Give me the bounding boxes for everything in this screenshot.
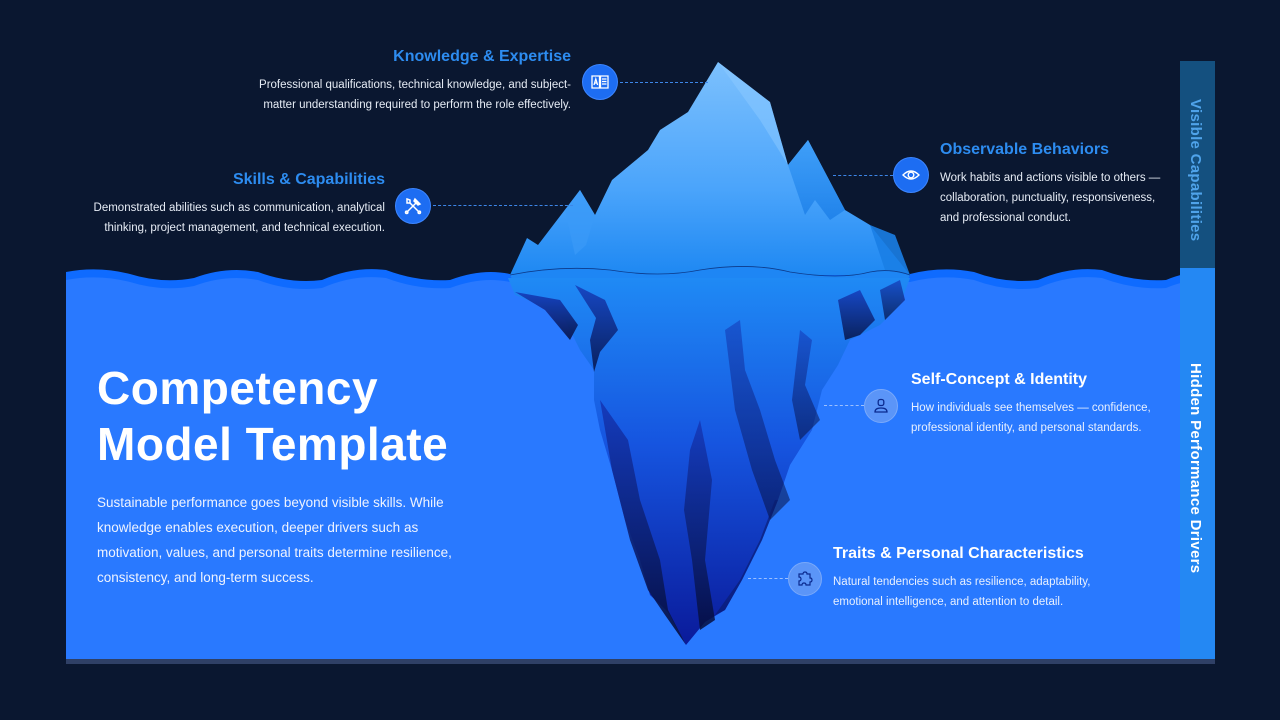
iceberg-underwater <box>508 278 910 645</box>
title-line-2: Model Template <box>97 418 449 470</box>
book-icon <box>582 64 618 100</box>
traits-connector <box>748 578 788 579</box>
eye-icon <box>893 157 929 193</box>
knowledge-expertise-text-2: matter understanding required to perform… <box>263 99 571 111</box>
page-title: Competency Model Template <box>97 360 448 472</box>
iceberg-tip <box>510 62 910 275</box>
self-concept-title: Self-Concept & Identity <box>911 371 1088 388</box>
knowledge-expertise-block: Knowledge & Expertise Professional quali… <box>230 48 571 115</box>
skills-capabilities-block: Skills & Capabilities Demonstrated abili… <box>70 171 385 238</box>
skills-capabilities-text-1: Demonstrated abilities such as communica… <box>93 202 385 214</box>
skills-capabilities-title: Skills & Capabilities <box>232 171 385 188</box>
traits-title: Traits & Personal Characteristics <box>833 545 1084 562</box>
title-line-1: Competency <box>97 362 379 414</box>
person-icon <box>864 389 898 423</box>
hidden-drivers-label: Hidden Performance Drivers <box>1187 363 1204 574</box>
knowledge-expertise-title: Knowledge & Expertise <box>393 48 571 65</box>
visible-capabilities-label: Visible Capabilities <box>1187 99 1204 242</box>
observable-behaviors-text-2: collaboration, punctuality, responsivene… <box>940 192 1156 204</box>
observable-behaviors-text-1: Work habits and actions visible to other… <box>940 172 1161 184</box>
observable-behaviors-block: Observable Behaviors Work habits and act… <box>940 141 1175 228</box>
traits-text-2: emotional intelligence, and attention to… <box>833 596 1064 608</box>
tools-icon <box>395 188 431 224</box>
self-concept-text-2: professional identity, and personal stan… <box>911 422 1142 434</box>
visible-section-bar <box>1180 61 1215 281</box>
observable-behaviors-text-3: and professional conduct. <box>940 212 1072 224</box>
traits-block: Traits & Personal Characteristics Natura… <box>833 545 1133 612</box>
knowledge-expertise-text-1: Professional qualifications, technical k… <box>259 79 571 91</box>
self-concept-text-1: How individuals see themselves — confide… <box>911 402 1151 414</box>
self-concept-block: Self-Concept & Identity How individuals … <box>911 371 1171 438</box>
self-concept-connector <box>824 405 864 406</box>
bottom-divider <box>66 659 1215 664</box>
puzzle-icon <box>788 562 822 596</box>
behaviors-connector <box>833 175 893 176</box>
skills-connector <box>433 205 573 206</box>
traits-text-1: Natural tendencies such as resilience, a… <box>833 576 1091 588</box>
skills-capabilities-text-2: thinking, project management, and techni… <box>104 222 385 234</box>
knowledge-connector <box>620 82 708 83</box>
hidden-section-bar <box>1180 268 1215 659</box>
page-description: Sustainable performance goes beyond visi… <box>97 495 452 585</box>
observable-behaviors-title: Observable Behaviors <box>940 141 1109 158</box>
